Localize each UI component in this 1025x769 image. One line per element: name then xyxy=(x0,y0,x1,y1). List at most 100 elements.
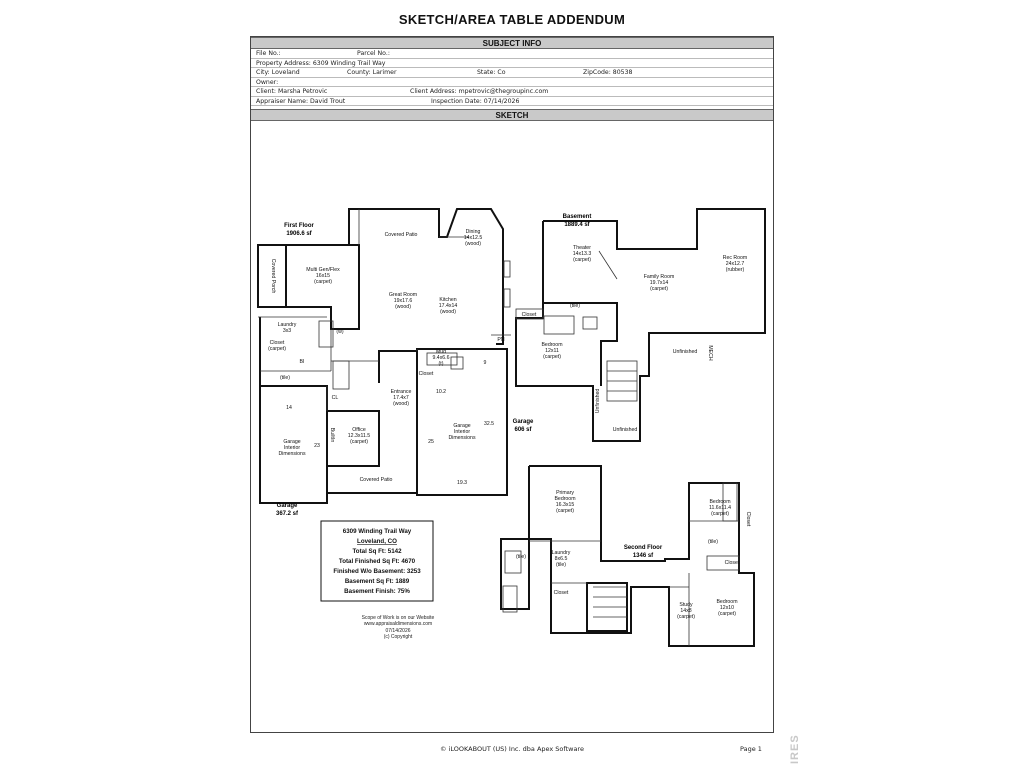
room-laundry2-floor: (tile) xyxy=(556,562,566,568)
scope-line-3: 07/14/2026 xyxy=(385,628,410,634)
zipcode: ZipCode: 80538 xyxy=(583,69,633,76)
scope-line-1: Scope of Work is on our Website xyxy=(362,615,435,621)
room-bedroom3-floor: (carpet) xyxy=(718,611,736,617)
room-tile-first: (tile) xyxy=(280,375,290,381)
addendum-frame: SUBJECT INFO File No.: Parcel No.: Prope… xyxy=(250,36,774,733)
room-rec-floor: (rubber) xyxy=(726,267,745,273)
room-primary-size: 16.3x15 xyxy=(556,502,575,508)
room-bedroom2-size: 11.6x11.4 xyxy=(709,505,731,511)
owner: Owner: xyxy=(256,78,279,86)
multi-gen-wall xyxy=(286,244,360,330)
room-kitchen-name: Kitchen xyxy=(439,297,456,303)
room-unfinished-3: Unfinished xyxy=(595,389,601,414)
room-entrance-floor: (wood) xyxy=(393,401,409,407)
room-entrance-name: Entrance xyxy=(391,389,412,395)
appraiser-name: Appraiser Name: David Trout xyxy=(256,97,346,105)
room-mud-name: Mud xyxy=(436,349,446,355)
basement-inner xyxy=(543,302,618,386)
file-no-label: File No.: xyxy=(256,50,281,57)
first-floor-outline xyxy=(348,208,504,345)
room-bi-label: BI xyxy=(300,359,305,365)
client-address: Client Address: mpetrovic@thegroupinc.co… xyxy=(410,88,549,95)
room-closet-second: Closet xyxy=(554,590,569,596)
room-cl-label: CL xyxy=(332,395,339,401)
room-dining-size: 14x12.5 xyxy=(464,235,483,241)
room-covered-patio-bottom: Covered Patio xyxy=(360,477,393,483)
room-bedroom-b-name: Bedroom xyxy=(541,342,562,348)
room-laundry2-size: 8x6.5 xyxy=(555,556,568,562)
room-great-name: Great Room xyxy=(389,292,417,298)
room-laundry1-size: 3x3 xyxy=(283,328,291,334)
room-tile-basement: (tile) xyxy=(570,303,580,309)
room-mud-floor: (t) xyxy=(439,361,444,367)
summary-city: Loveland, CO xyxy=(357,538,397,545)
room-dining-name: Dining xyxy=(466,229,481,235)
sketch-header: SKETCH xyxy=(251,109,773,121)
room-garage-right-l2: Interior xyxy=(454,429,470,435)
scope-line-2: www.appraisaldimensions.com xyxy=(364,621,432,627)
first-floor-name: First Floor xyxy=(284,223,314,229)
second-floor-outline xyxy=(500,465,755,647)
room-multigen-size: 16x15 xyxy=(316,273,330,279)
room-study-floor: (carpet) xyxy=(677,614,695,620)
garage-right-area: 606 sf xyxy=(514,427,532,433)
room-tile-second: (tile) xyxy=(516,554,526,560)
info-row-appraiser: Appraiser Name: David Trout Inspection D… xyxy=(251,97,773,106)
dim-19-3: 19.3 xyxy=(457,480,467,486)
room-laundry2-name: Laundry xyxy=(552,550,571,556)
dim-10-2: 10.2 xyxy=(436,389,446,395)
dim-32-5: 32.5 xyxy=(484,421,494,427)
summary-box xyxy=(320,520,434,602)
client: Client: Marsha Petrovic xyxy=(256,88,328,95)
room-bedroom3-size: 12x10 xyxy=(720,605,734,611)
room-closet-basement: Closet xyxy=(522,312,537,318)
info-row-client: Client: Marsha Petrovic Client Address: … xyxy=(251,87,773,97)
garage-right-wall xyxy=(416,348,508,496)
room-garage-left-l2: Interior xyxy=(284,445,300,451)
room-mech: MECH xyxy=(707,345,713,361)
room-closet-b2b: Closet xyxy=(725,560,740,566)
summary-basement-sqft: Basement Sq Ft: 1889 xyxy=(345,578,410,585)
room-theater-name: Theater xyxy=(573,245,591,251)
room-bedroom2-floor: (carpet) xyxy=(711,511,729,517)
sketch-area: First Floor 1906.6 sf Basement 1889.4 sf… xyxy=(251,121,773,733)
room-study-name: Study xyxy=(679,602,693,608)
room-primary-floor: (carpet) xyxy=(556,508,574,514)
second-floor-name: Second Floor xyxy=(624,545,663,551)
room-garage-right-l3: Dimensions xyxy=(448,435,476,441)
room-family-name: Family Room xyxy=(644,274,675,280)
watermark-logo: IRES xyxy=(789,734,801,764)
dim-25: 25 xyxy=(428,439,434,445)
room-garage-left-l1: Garage xyxy=(283,439,300,445)
room-great-floor: (wood) xyxy=(395,304,411,310)
room-unfinished-1: Unfinished xyxy=(673,349,698,355)
room-covered-porch: Covered Porch xyxy=(270,259,276,294)
summary-total-finished: Total Finished Sq Ft: 4670 xyxy=(339,558,416,565)
info-row-owner: Owner: xyxy=(251,78,773,87)
state: State: Co xyxy=(477,69,506,76)
covered-porch-wall xyxy=(257,244,287,308)
dim-23: 23 xyxy=(314,443,320,449)
room-bedroom2-name: Bedroom xyxy=(709,499,730,505)
room-mud-size: 9.4x6.6 xyxy=(432,355,449,361)
room-primary-l2: Bedroom xyxy=(554,496,575,502)
info-row-address: Property Address: 6309 Winding Trail Way xyxy=(251,59,773,68)
room-entrance-size: 17.4x7 xyxy=(393,395,409,401)
room-closet-b2: Closet xyxy=(745,512,751,527)
room-w-label: (w) xyxy=(336,329,343,335)
room-builtin: BuiltIn xyxy=(329,428,335,443)
info-row-file: File No.: Parcel No.: xyxy=(251,49,773,59)
subject-info-header: SUBJECT INFO xyxy=(251,37,773,49)
room-office-name: Office xyxy=(352,427,366,433)
garage-left-area: 367.2 sf xyxy=(276,511,299,517)
room-multigen-floor: (carpet) xyxy=(314,279,332,285)
city: City: Loveland xyxy=(256,69,300,76)
room-closet-mud: Closet xyxy=(419,371,434,377)
room-dining-floor: (wood) xyxy=(465,241,481,247)
room-study-size: 14x8 xyxy=(680,608,691,614)
room-unfinished-2: Unfinished xyxy=(613,427,638,433)
parcel-no-label: Parcel No.: xyxy=(357,50,390,57)
info-row-city: City: Loveland County: Larimer State: Co… xyxy=(251,68,773,78)
room-covered-patio-top: Covered Patio xyxy=(385,232,418,238)
summary-address: 6309 Winding Trail Way xyxy=(343,528,412,535)
